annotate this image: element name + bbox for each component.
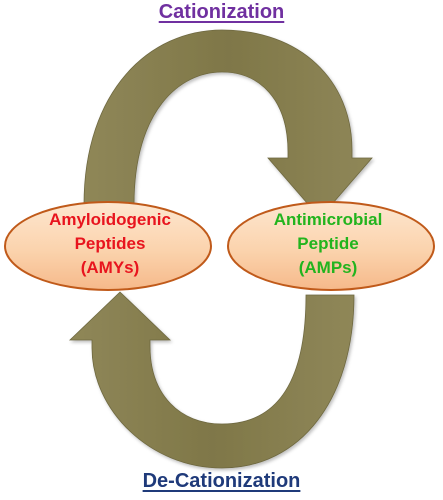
amp-line-2: Peptide xyxy=(297,234,359,253)
cationization-label: Cationization xyxy=(158,1,285,23)
amy-line-1: Amyloidogenic xyxy=(49,210,171,229)
amp-line-1: Antimicrobial xyxy=(273,210,383,229)
amy-line-2: Peptides xyxy=(74,234,146,253)
amp-node-label: Antimicrobial Peptide (AMPs) xyxy=(228,208,428,280)
de-cationization-label: De-Cationization xyxy=(142,470,301,492)
de-cationization-arrow xyxy=(69,291,355,469)
amp-ellipse xyxy=(227,201,435,291)
amy-node-label: Amyloidogenic Peptides (AMYs) xyxy=(10,208,210,280)
cationization-arrow xyxy=(83,29,373,219)
amy-ellipse xyxy=(4,201,212,291)
amp-line-3: (AMPs) xyxy=(298,258,358,277)
amy-line-3: (AMYs) xyxy=(80,258,140,277)
